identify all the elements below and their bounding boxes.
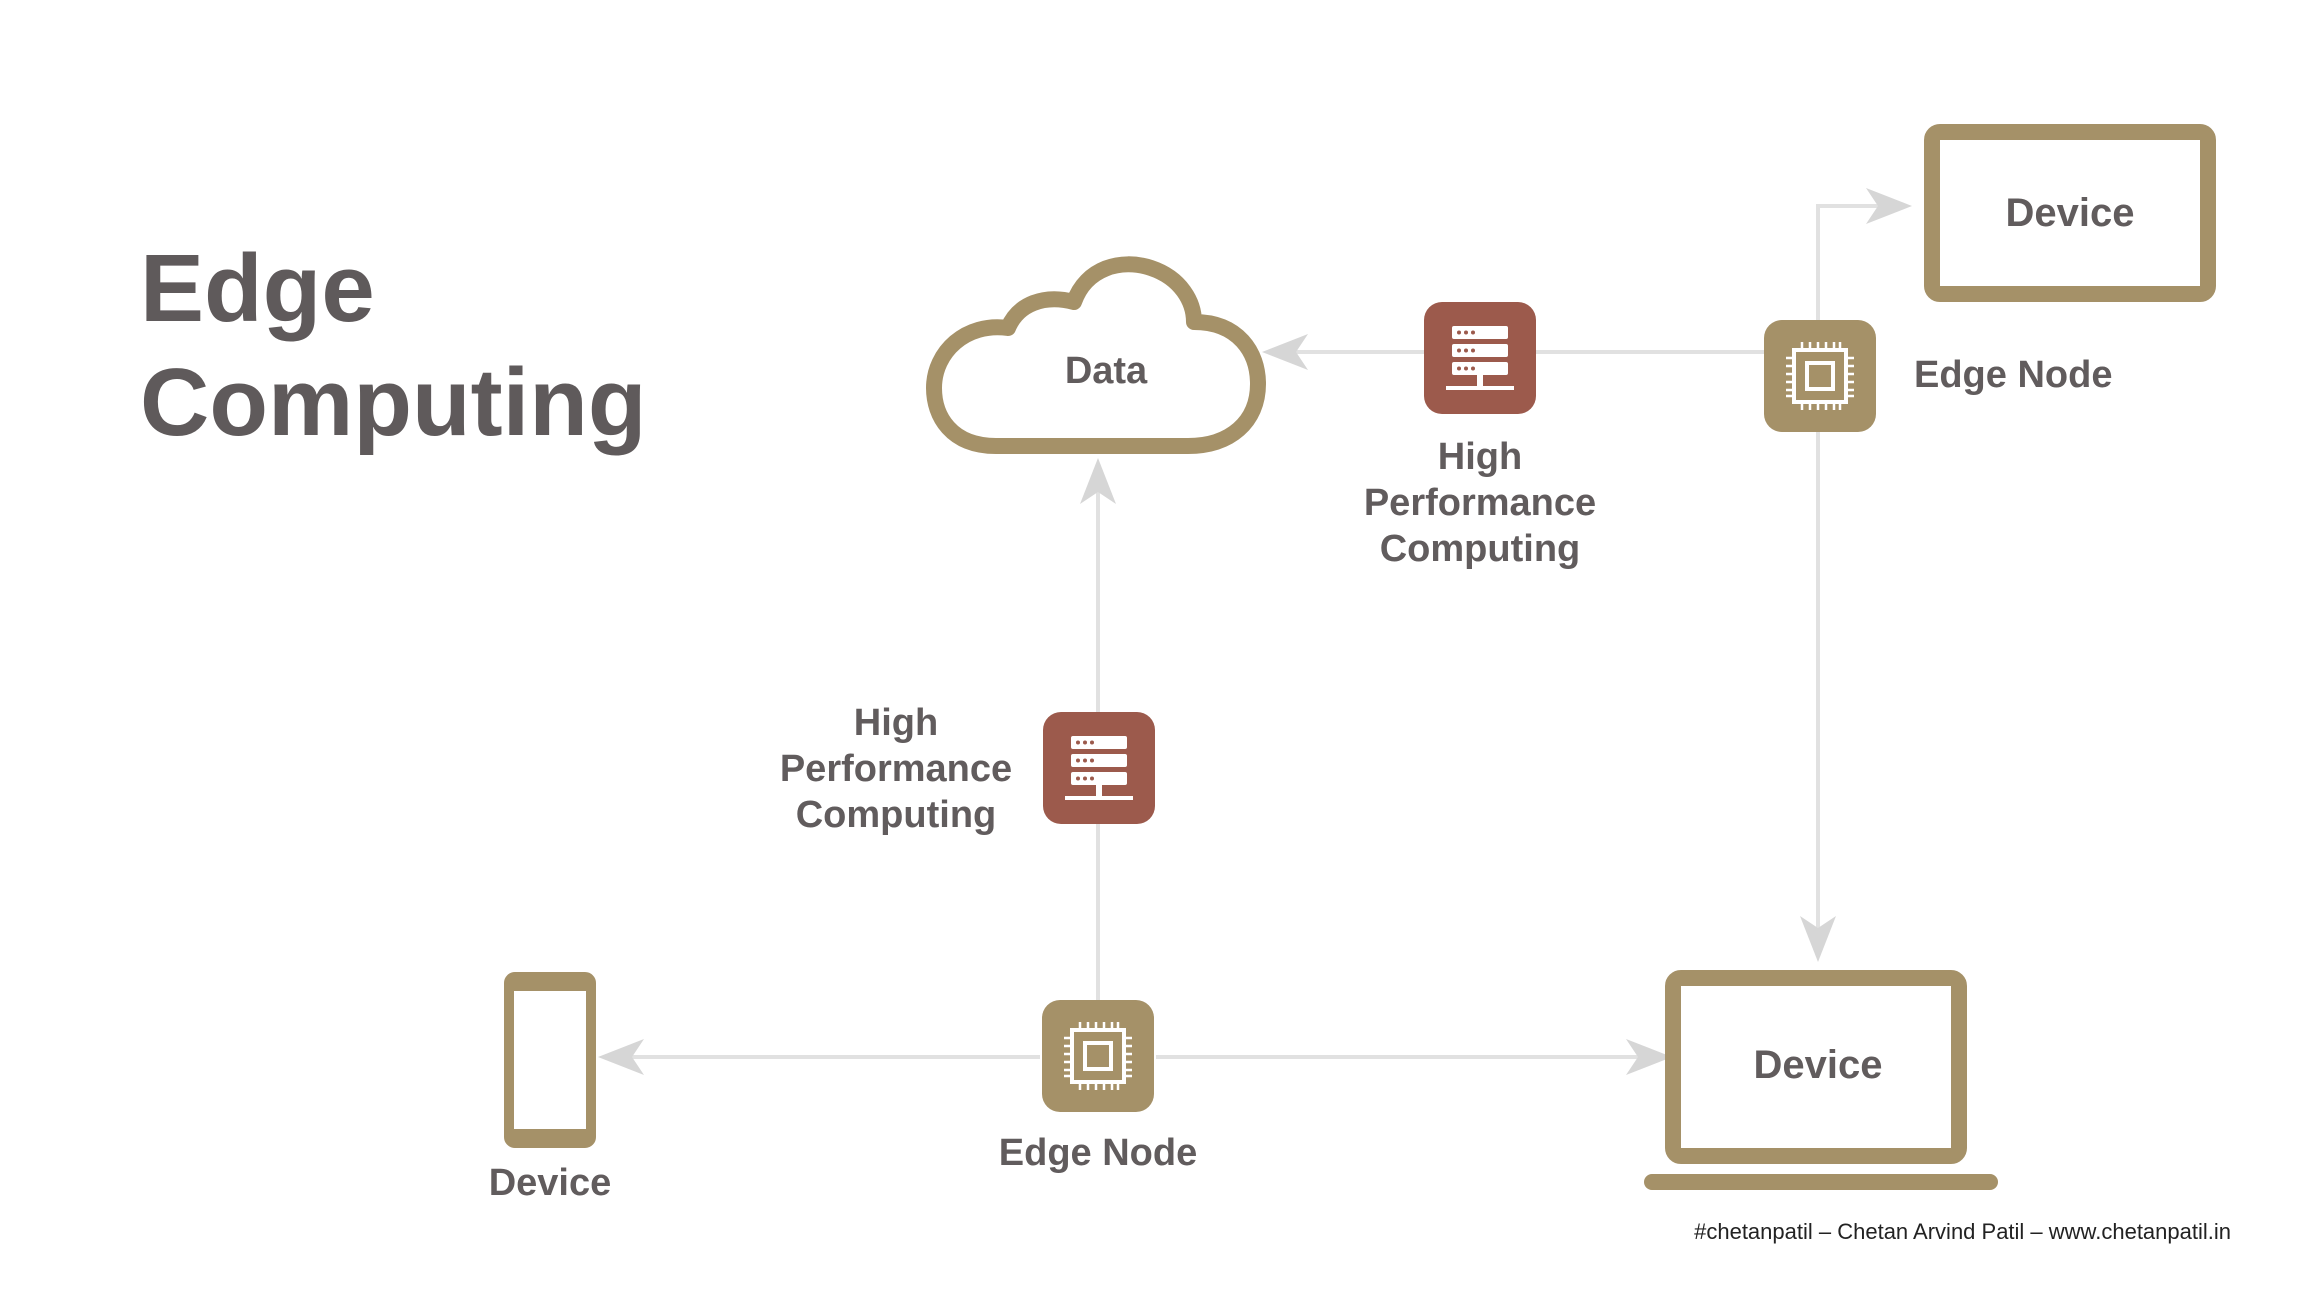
device-monitor-label: Device (2005, 191, 2135, 235)
edge-node-top-label: Edge Node (1914, 354, 2113, 396)
arrowhead-phone (598, 1039, 644, 1075)
footer-credit: #chetanpatil – Chetan Arvind Patil – www… (1694, 1219, 2231, 1244)
arrowhead-cloud-up (1080, 458, 1116, 504)
chip-icon (1042, 1000, 1154, 1112)
connector-edge-top-to-monitor (1816, 204, 1880, 320)
arrowhead-laptop-down (1800, 916, 1836, 962)
hpc-mid-label: High Performance Computing (780, 700, 1012, 838)
cloud-icon (926, 256, 1266, 454)
hpc-top-label-line-1: High (1437, 436, 1523, 478)
device-laptop-label: Device (1753, 1043, 1883, 1087)
hpc-top-label-line-2: Performance (1363, 482, 1597, 524)
arrowhead-laptop-right (1626, 1039, 1672, 1075)
page-title: Edge Computing (140, 232, 647, 460)
cloud-label: Data (1064, 350, 1148, 392)
hpc-top-label: High Performance Computing (1364, 434, 1596, 572)
hpc-mid-label-line-2: Performance (779, 748, 1013, 790)
hpc-mid-label-line-1: High (853, 702, 939, 744)
arrowhead-cloud-right (1262, 334, 1308, 370)
monitor-icon (1924, 124, 2216, 302)
edge-node-bottom-label: Edge Node (998, 1132, 1198, 1174)
server-icon (1043, 712, 1155, 824)
server-icon (1424, 302, 1536, 414)
phone-icon (504, 972, 596, 1148)
arrowhead-monitor (1866, 188, 1912, 224)
chip-icon (1764, 320, 1876, 432)
device-phone-label: Device (488, 1162, 612, 1204)
hpc-mid-label-line-3: Computing (795, 794, 997, 836)
laptop-icon (1644, 970, 1998, 1190)
title-line-2: Computing (140, 349, 647, 456)
hpc-top-label-line-3: Computing (1379, 528, 1581, 570)
title-line-1: Edge (140, 235, 375, 342)
